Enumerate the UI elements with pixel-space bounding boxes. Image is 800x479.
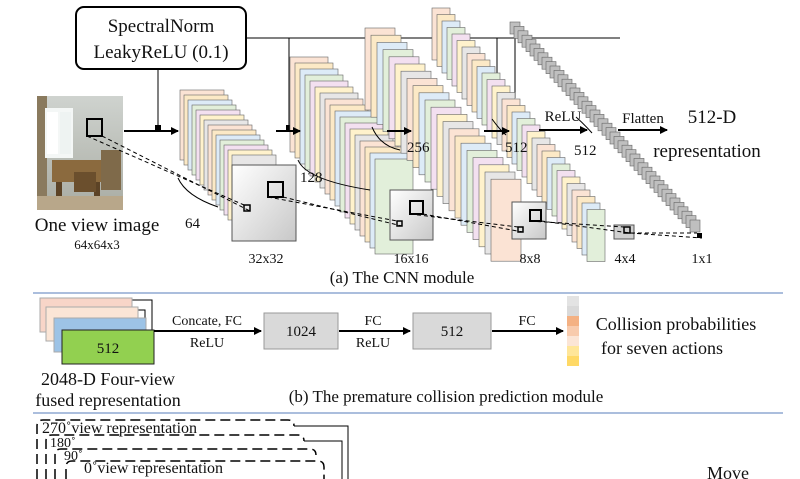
- probability-cell: [567, 296, 579, 306]
- size-16x16: 16x16: [394, 252, 429, 267]
- fc-box-1024-label: 1024: [286, 324, 317, 340]
- view-270-label: 270˚view representation: [42, 420, 197, 437]
- fused-caption-line1: 2048-D Four-view: [41, 369, 175, 389]
- stack-16: [289, 56, 414, 255]
- probability-bar: [567, 296, 579, 366]
- size-1x1: 1x1: [692, 252, 713, 267]
- probability-cell: [567, 356, 579, 366]
- arrow2-label-top: FC: [364, 314, 381, 329]
- fused-caption-line2: fused representation: [35, 390, 180, 410]
- flatten-label: Flatten: [622, 111, 664, 127]
- collision-module: 512 2048-D Four-view fused representatio…: [35, 296, 756, 410]
- dashed-frame-0: [65, 460, 325, 479]
- feature-map-stacks: [179, 7, 701, 262]
- feature-map-8: [511, 201, 547, 240]
- output-dim-label: 512-D: [688, 107, 737, 128]
- stack-4: [431, 7, 606, 262]
- dashed-frame-270: [36, 419, 295, 479]
- input-caption: One view image: [35, 215, 160, 236]
- arrow2-label-bottom: ReLU: [356, 336, 390, 351]
- cnn-module: SpectralNorm LeakyReLU (0.1): [35, 6, 761, 287]
- fc-box-512-label: 512: [441, 324, 464, 340]
- feature-map-32: [231, 164, 297, 242]
- probability-cell: [567, 326, 579, 336]
- arrow1-label-bottom: ReLU: [190, 336, 224, 351]
- view-0-label: 0˚view representation: [84, 460, 223, 477]
- input-patch-box: [86, 118, 103, 137]
- stack-32: [179, 89, 277, 226]
- input-view-image: [37, 96, 123, 210]
- feature-map-4: [613, 224, 635, 240]
- channel-512-b: 512: [574, 143, 597, 159]
- dashed-frame-90: [54, 448, 317, 479]
- dashed-frame-180: [45, 434, 305, 479]
- stack-layer-0: [61, 329, 155, 365]
- view-stack-section: 270˚view representation 180˚ 90˚ 0˚view …: [36, 419, 749, 479]
- probability-cell: [567, 346, 579, 356]
- size-8x8: 8x8: [520, 252, 541, 267]
- conv-arrows: [276, 126, 668, 135]
- stack-1: [509, 21, 701, 233]
- output-representation-label: representation: [653, 141, 761, 162]
- view-bracket: [294, 425, 349, 479]
- input-dims: 64x64x3: [74, 237, 120, 252]
- channel-braces: [177, 116, 593, 208]
- channel-128: 128: [300, 170, 323, 186]
- activation-box-line1: SpectralNorm: [108, 16, 215, 37]
- fc-box-512: [412, 312, 492, 350]
- stack-8: [364, 27, 522, 262]
- feature-map-1: [697, 233, 702, 238]
- stack-4-layer: [586, 209, 606, 262]
- probability-cell: [567, 316, 579, 326]
- channel-64: 64: [185, 216, 201, 232]
- stack-top-label: 512: [97, 341, 120, 357]
- view-180-label: 180˚: [50, 436, 76, 451]
- move-label: Move: [707, 463, 749, 479]
- view-90-label: 90˚: [64, 449, 83, 464]
- channel-256: 256: [407, 140, 430, 156]
- output-label-line2: for seven actions: [601, 338, 723, 358]
- activation-box-line2: LeakyReLU (0.1): [93, 42, 228, 63]
- arrow3-label: FC: [518, 314, 535, 329]
- collision-caption: (b) The premature collision prediction m…: [289, 387, 604, 406]
- cnn-caption: (a) The CNN module: [330, 268, 475, 287]
- relu-label: ReLU: [545, 109, 582, 125]
- output-label-line1: Collision probabilities: [596, 314, 757, 334]
- stack-1-layer: [689, 219, 701, 233]
- probability-cell: [567, 306, 579, 316]
- channel-512-a: 512: [505, 140, 528, 156]
- arrow1-label-top: Concate, FC: [172, 314, 242, 329]
- probability-cell: [567, 336, 579, 346]
- size-32x32: 32x32: [249, 252, 284, 267]
- receptive-field-lines: [86, 135, 703, 239]
- fc-box-1024: [263, 312, 339, 350]
- size-4x4: 4x4: [615, 252, 636, 267]
